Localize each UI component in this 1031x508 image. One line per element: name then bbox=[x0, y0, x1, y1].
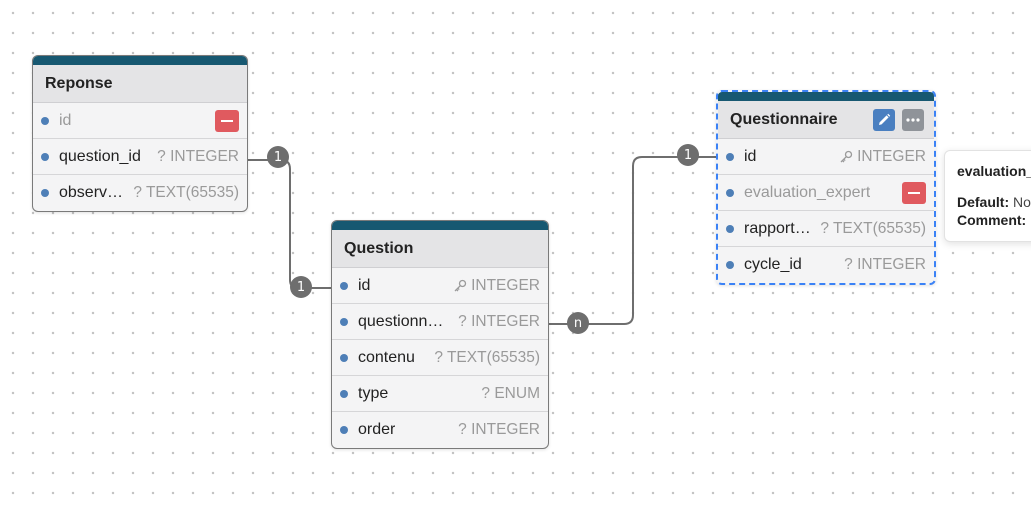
field-dot bbox=[726, 261, 734, 269]
field-type: ? INTEGER bbox=[844, 256, 926, 274]
field-dot bbox=[726, 224, 734, 233]
field-name: type bbox=[358, 384, 389, 402]
table-title: Reponse bbox=[45, 74, 113, 92]
tooltip-default-value: No bbox=[1013, 194, 1031, 210]
field-type: ? INTEGER bbox=[458, 421, 540, 439]
delete-field-button[interactable] bbox=[902, 181, 926, 204]
minus-icon bbox=[221, 119, 233, 122]
table-color-bar bbox=[332, 221, 548, 230]
field-type-text: ? INTEGER bbox=[844, 256, 926, 273]
table-title: Questionnaire bbox=[730, 110, 838, 128]
field-dot bbox=[726, 152, 734, 161]
relation-line-reponse-question[interactable] bbox=[248, 159, 332, 289]
field-row[interactable]: rapport… ? TEXT(65535) bbox=[718, 211, 934, 247]
tooltip-title: evaluation_ bbox=[957, 163, 1031, 179]
field-type-text: ? INTEGER bbox=[458, 421, 540, 438]
minus-icon bbox=[908, 191, 920, 194]
field-type-text: ? INTEGER bbox=[157, 147, 239, 165]
field-dot bbox=[340, 426, 348, 434]
field-dot bbox=[41, 116, 49, 125]
field-type-text: INTEGER bbox=[471, 276, 540, 294]
cardinality-badge: 1 bbox=[677, 144, 699, 166]
pencil-icon bbox=[879, 113, 891, 125]
field-name: rapport… bbox=[744, 219, 811, 237]
field-type-text: ? INTEGER bbox=[458, 312, 540, 330]
key-icon bbox=[840, 150, 853, 162]
field-dot bbox=[340, 353, 348, 362]
table-title: Question bbox=[344, 239, 414, 257]
table-reponse[interactable]: Reponse id question_id ? INTEGER observ…… bbox=[32, 55, 248, 212]
field-name: id bbox=[744, 147, 757, 165]
field-row[interactable]: evaluation_expert bbox=[718, 175, 934, 211]
field-type-text: INTEGER bbox=[857, 147, 926, 165]
field-row[interactable]: question_id ? INTEGER bbox=[33, 139, 247, 175]
field-type: INTEGER bbox=[453, 277, 540, 295]
field-type-text: ? TEXT(65535) bbox=[434, 348, 540, 366]
field-row[interactable]: order ? INTEGER bbox=[332, 412, 548, 448]
field-name: order bbox=[358, 421, 396, 438]
field-type: ? ENUM bbox=[481, 385, 540, 403]
key-icon bbox=[454, 279, 467, 291]
edit-table-button[interactable] bbox=[873, 108, 895, 131]
table-question[interactable]: Question id INTEGER questionn… ? INTEGER… bbox=[331, 220, 549, 449]
field-row[interactable]: id INTEGER bbox=[718, 139, 934, 175]
cardinality-badge: 1 bbox=[267, 146, 289, 168]
table-color-bar bbox=[718, 92, 934, 101]
field-type-text: ? ENUM bbox=[481, 384, 540, 402]
field-type: ? INTEGER bbox=[157, 148, 239, 166]
field-type: ? TEXT(65535) bbox=[820, 220, 926, 238]
field-type: ? TEXT(65535) bbox=[434, 349, 540, 367]
field-row[interactable]: type ? ENUM bbox=[332, 376, 548, 412]
field-type-text: ? TEXT(65535) bbox=[820, 219, 926, 237]
field-row[interactable]: observ… ? TEXT(65535) bbox=[33, 175, 247, 211]
tooltip-default-row: Default: No bbox=[957, 193, 1031, 211]
cardinality-badge: 1 bbox=[290, 276, 312, 298]
more-options-button[interactable] bbox=[902, 108, 924, 131]
table-header[interactable]: Question bbox=[332, 230, 548, 268]
field-name: id bbox=[358, 276, 371, 294]
field-row[interactable]: contenu ? TEXT(65535) bbox=[332, 340, 548, 376]
tooltip-default-label: Default: bbox=[957, 194, 1010, 210]
field-name: id bbox=[59, 111, 72, 129]
field-row[interactable]: cycle_id ? INTEGER bbox=[718, 247, 934, 283]
field-dot bbox=[340, 317, 348, 326]
field-name: contenu bbox=[358, 348, 415, 366]
field-dot bbox=[340, 281, 348, 290]
field-type: ? TEXT(65535) bbox=[133, 184, 239, 202]
field-name: observ… bbox=[59, 184, 124, 201]
tooltip-comment-row: Comment: bbox=[957, 211, 1031, 229]
field-name: question_id bbox=[59, 147, 141, 165]
field-row[interactable]: questionn… ? INTEGER bbox=[332, 304, 548, 340]
field-name: evaluation_expert bbox=[744, 183, 871, 201]
field-dot bbox=[726, 188, 734, 197]
tooltip-comment-label: Comment: bbox=[957, 212, 1027, 228]
table-questionnaire[interactable]: Questionnaire id bbox=[716, 90, 936, 285]
cardinality-badge: n bbox=[567, 312, 589, 334]
relation-line-question-questionnaire[interactable] bbox=[548, 156, 718, 325]
delete-field-button[interactable] bbox=[215, 109, 239, 132]
field-row[interactable]: id bbox=[33, 103, 247, 139]
table-header[interactable]: Questionnaire bbox=[718, 101, 934, 139]
table-header[interactable]: Reponse bbox=[33, 65, 247, 103]
field-dot bbox=[41, 189, 49, 197]
field-type-text: ? TEXT(65535) bbox=[133, 184, 239, 201]
field-type: INTEGER bbox=[839, 148, 926, 166]
field-tooltip: evaluation_ Default: No Comment: bbox=[944, 150, 1031, 242]
field-type: ? INTEGER bbox=[458, 313, 540, 331]
field-row[interactable]: id INTEGER bbox=[332, 268, 548, 304]
table-color-bar bbox=[33, 56, 247, 65]
ellipsis-icon bbox=[906, 117, 920, 122]
field-dot bbox=[41, 152, 49, 161]
field-name: cycle_id bbox=[744, 256, 802, 273]
field-dot bbox=[340, 389, 348, 398]
field-name: questionn… bbox=[358, 312, 444, 330]
